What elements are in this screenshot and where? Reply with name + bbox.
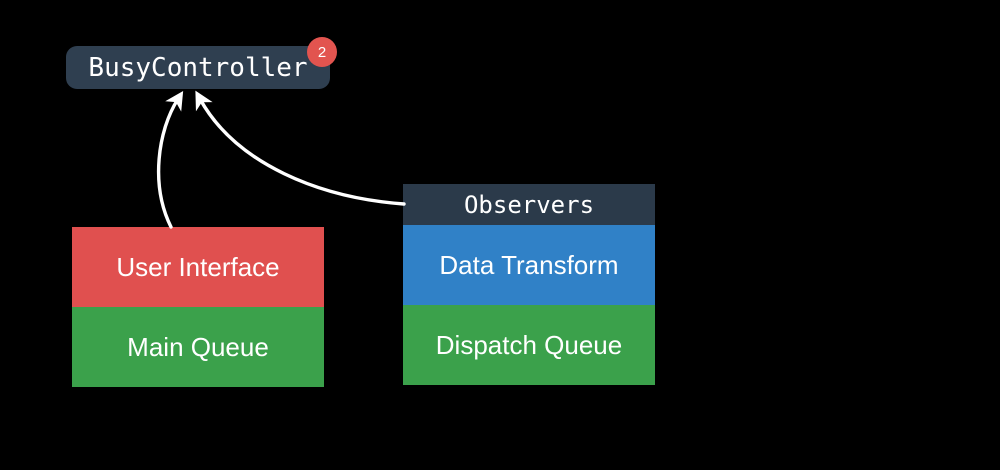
stack-row-label: User Interface (116, 252, 280, 282)
busy-controller-label: BusyController (88, 52, 308, 83)
badge-count-label: 2 (317, 43, 327, 61)
right-stack-group: Observers Data Transform Dispatch Queue (403, 184, 655, 385)
stack-row-label: Observers (463, 190, 595, 219)
stack-row-label: Main Queue (127, 332, 269, 362)
left-stack-group: User Interface Main Queue (72, 227, 324, 387)
stack-row-user-interface[interactable]: User Interface (72, 227, 324, 307)
stack-row-label: Data Transform (439, 250, 619, 280)
arrow-user-interface-to-controller (156, 90, 184, 229)
busy-controller-count-badge: 2 (307, 37, 337, 67)
stack-row-observers[interactable]: Observers (403, 184, 655, 225)
stack-row-label: Dispatch Queue (435, 330, 623, 360)
stack-row-data-transform[interactable]: Data Transform (403, 225, 655, 305)
stack-row-dispatch-queue[interactable]: Dispatch Queue (403, 305, 655, 385)
arrow-observers-to-controller (195, 90, 406, 206)
busy-controller-node[interactable]: BusyController (66, 46, 330, 89)
stack-row-main-queue[interactable]: Main Queue (72, 307, 324, 387)
